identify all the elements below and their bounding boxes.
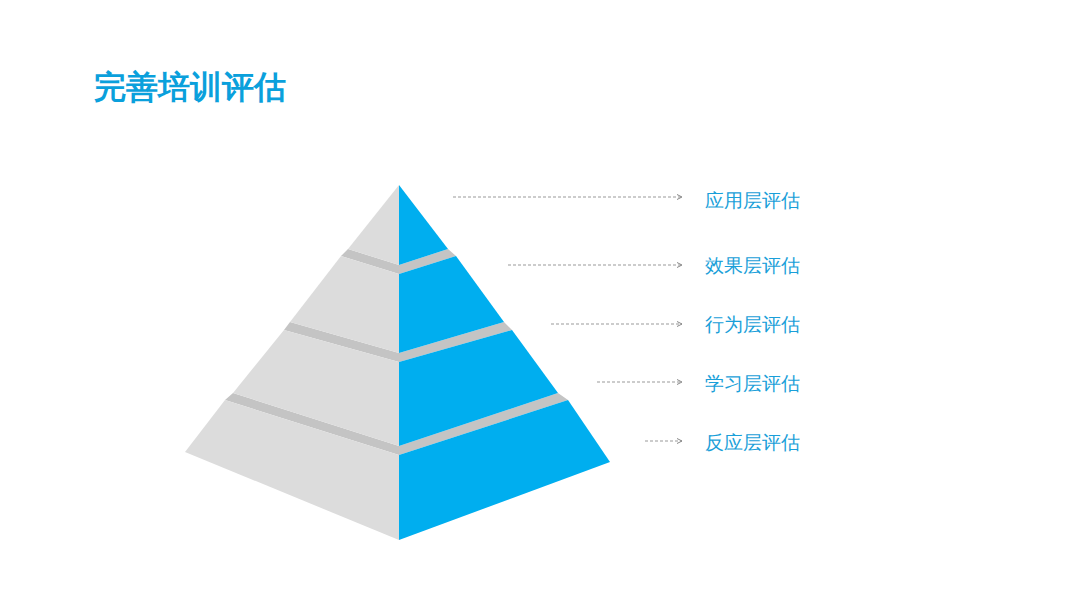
level-label: 行为层评估: [705, 312, 800, 338]
tier-right-face: [399, 185, 448, 265]
level-label: 应用层评估: [705, 188, 800, 214]
leader-line: [508, 265, 682, 266]
leader-line: [597, 382, 682, 383]
level-label: 学习层评估: [705, 371, 800, 397]
leader-line: [453, 197, 682, 198]
level-label: 效果层评估: [705, 253, 800, 279]
tier-left-face: [348, 185, 399, 265]
tier-right-face: [399, 400, 610, 540]
slide-title: 完善培训评估: [94, 66, 286, 110]
level-label: 反应层评估: [705, 430, 800, 456]
leader-line: [551, 324, 682, 325]
tier-left-face: [185, 400, 399, 540]
leader-line: [645, 441, 682, 442]
